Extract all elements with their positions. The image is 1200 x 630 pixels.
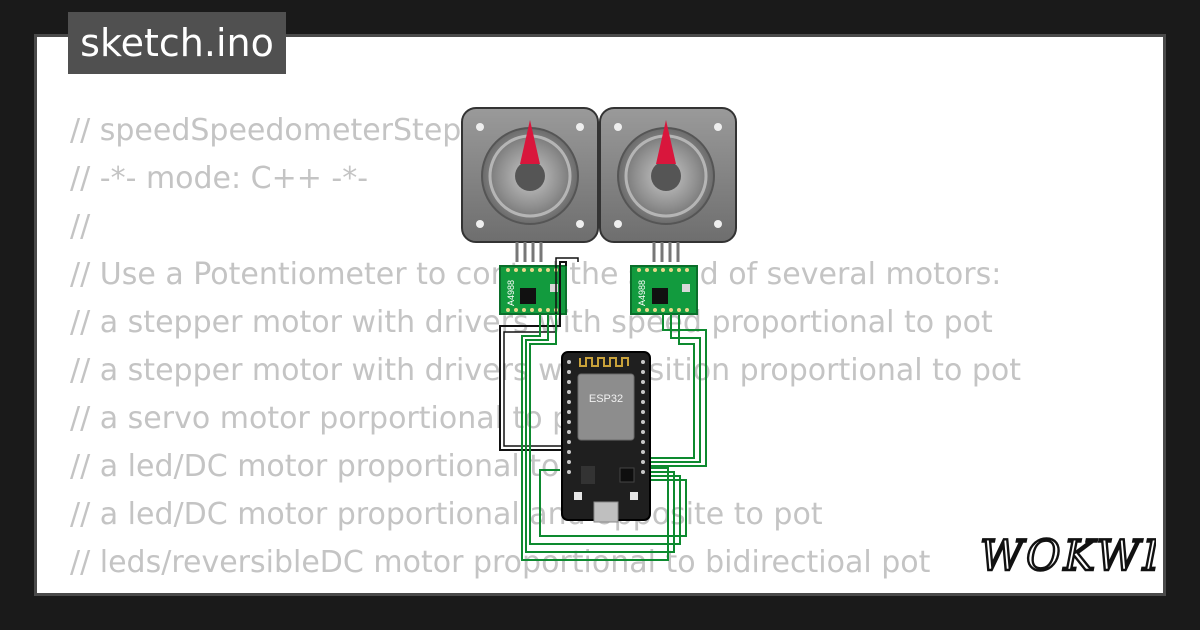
- driver-label: A4988: [637, 280, 647, 306]
- code-line: // a led/DC motor proportional and oppos…: [70, 497, 823, 532]
- driver-label: A4988: [506, 280, 516, 306]
- board-label: ESP32: [589, 393, 623, 405]
- code-line: // a servo motor porportional to pot: [70, 401, 602, 436]
- code-line: // leds/reversibleDC motor proportional …: [70, 545, 931, 580]
- brand-logo-text: WOKWI: [980, 531, 1156, 580]
- a4988-driver-2[interactable]: A4988: [630, 265, 698, 315]
- usb-port: [593, 501, 619, 523]
- wokwi-logo: WOKWI: [979, 530, 1156, 581]
- pointer-icon: [520, 120, 540, 164]
- code-line: // speedSpeedometerStepper: [70, 113, 512, 148]
- stepper-motor-2[interactable]: [599, 107, 737, 262]
- stepper-motor-1[interactable]: [461, 107, 599, 262]
- file-tab[interactable]: sketch.ino: [68, 12, 286, 74]
- pointer-icon: [656, 120, 676, 164]
- a4988-driver-1[interactable]: A4988: [499, 265, 567, 315]
- wire-signal: [521, 314, 707, 561]
- wire-power: [499, 261, 567, 451]
- code-line: // a stepper motor with drivers with pos…: [70, 353, 1021, 388]
- code-line: //: [70, 209, 91, 244]
- code-line: // -*- mode: C++ -*-: [70, 161, 369, 196]
- esp32-board[interactable]: ESP32: [561, 351, 651, 523]
